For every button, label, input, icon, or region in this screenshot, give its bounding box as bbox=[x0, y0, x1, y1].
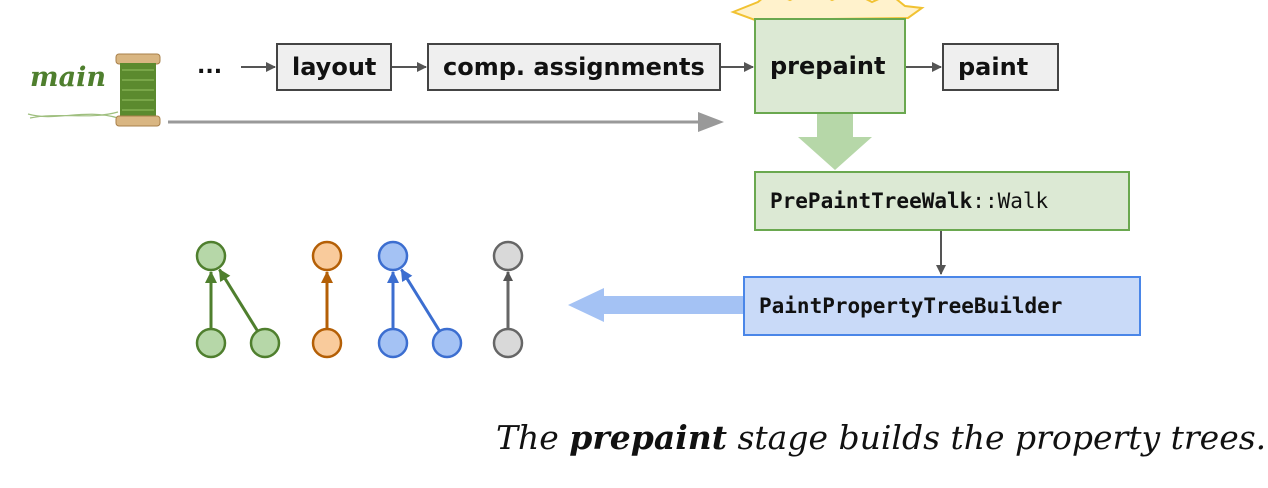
caption-suffix: stage builds the property trees. bbox=[726, 418, 1267, 457]
tree-orange bbox=[311, 240, 343, 359]
prepaint-down-arrow-icon bbox=[798, 113, 872, 170]
tree-blue-edge-1 bbox=[400, 268, 441, 332]
walk-method-name: Walk bbox=[997, 189, 1049, 213]
tree-orange-node-child-0 bbox=[311, 327, 343, 359]
highlight-starburst-icon bbox=[730, 0, 925, 22]
thread-spool-icon bbox=[27, 53, 161, 127]
walk-class-name: PrePaintTreeWalk bbox=[770, 189, 973, 213]
stage-layout: layout bbox=[276, 43, 392, 91]
tree-blue-node-child-0 bbox=[377, 327, 409, 359]
tree-gray bbox=[492, 240, 524, 359]
caption-emphasis: prepaint bbox=[569, 418, 727, 457]
stage-paint: paint bbox=[942, 43, 1059, 91]
tree-orange-node-root bbox=[311, 240, 343, 272]
tree-green-node-root bbox=[195, 240, 227, 272]
builder-left-arrow-icon bbox=[568, 288, 743, 322]
walk-separator: :: bbox=[972, 189, 998, 213]
prepaint-tree-walk-box: PrePaintTreeWalk::Walk bbox=[754, 171, 1130, 231]
tree-blue bbox=[377, 240, 463, 359]
paint-property-tree-builder-box: PaintPropertyTreeBuilder bbox=[743, 276, 1141, 336]
pipeline-ellipsis: ... bbox=[197, 54, 223, 79]
thread-timeline-arrowhead-icon bbox=[698, 112, 724, 132]
tree-blue-node-child-1 bbox=[431, 327, 463, 359]
tree-green bbox=[195, 240, 281, 359]
tree-gray-node-root bbox=[492, 240, 524, 272]
property-trees bbox=[195, 240, 524, 359]
tree-green-edge-1 bbox=[218, 268, 259, 332]
tree-gray-node-child-0 bbox=[492, 327, 524, 359]
tree-green-node-child-0 bbox=[195, 327, 227, 359]
figure-caption: The prepaint stage builds the property t… bbox=[496, 418, 1266, 457]
stage-comp-assignments: comp. assignments bbox=[427, 43, 721, 91]
tree-green-node-child-1 bbox=[249, 327, 281, 359]
caption-prefix: The bbox=[496, 418, 570, 457]
thread-label: main bbox=[30, 62, 106, 93]
tree-blue-node-root bbox=[377, 240, 409, 272]
stage-prepaint: prepaint bbox=[754, 18, 906, 114]
